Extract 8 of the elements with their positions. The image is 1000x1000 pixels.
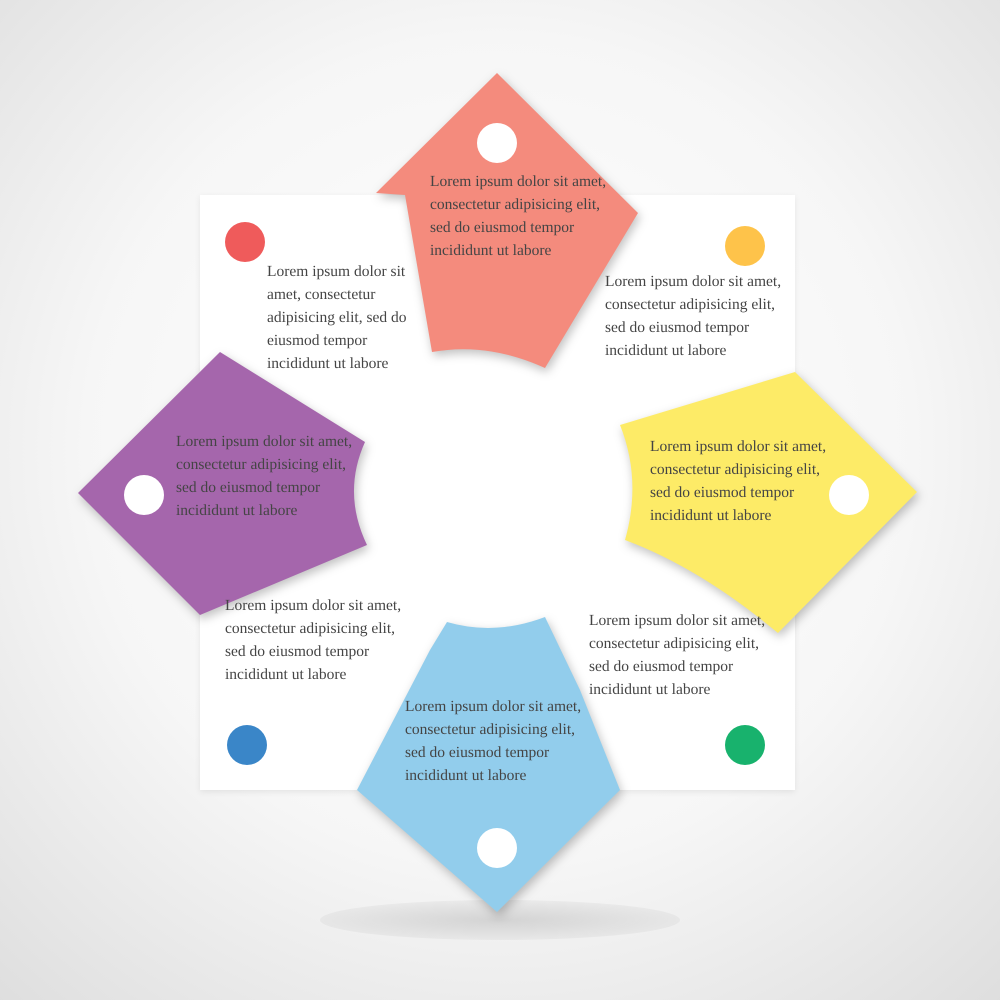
body-text: Lorem ipsum dolor sit amet, consectetur adipisicing elit, sed do eiusmod tempor incididunt ut labore <box>589 611 766 700</box>
body-text: Lorem ipsum dolor sit amet, consectetur adipisicing elit, sed do eiusmod tempor incididunt ut labore <box>605 272 782 361</box>
body-text: Lorem ipsum dolor sit amet, consectetur adipisicing elit, sed do eiusmod tempor incididunt ut labore <box>405 697 582 786</box>
body-text: Lorem ipsum dolor sit amet, consectetur adipisicing elit, sed do eiusmod tempor incididunt ut labore <box>650 437 828 526</box>
body-text: Lorem ipsum dolor sit amet, consectetur adipisicing elit, sed do eiusmod tempor incididunt ut labore <box>176 432 354 521</box>
body-text: Lorem ipsum dolor sit amet, consectetur adipisicing elit, sed do eiusmod tempor incididunt ut labore <box>430 172 608 261</box>
body-text: Lorem ipsum dolor sit amet, consectetur adipisicing elit, sed do eiusmod tempor incididunt ut labore <box>225 596 402 685</box>
body-text: Lorem ipsum dolor sit amet, consectetur adipisicing elit, sed do eiusmod tempor incididunt ut labore <box>267 262 408 374</box>
